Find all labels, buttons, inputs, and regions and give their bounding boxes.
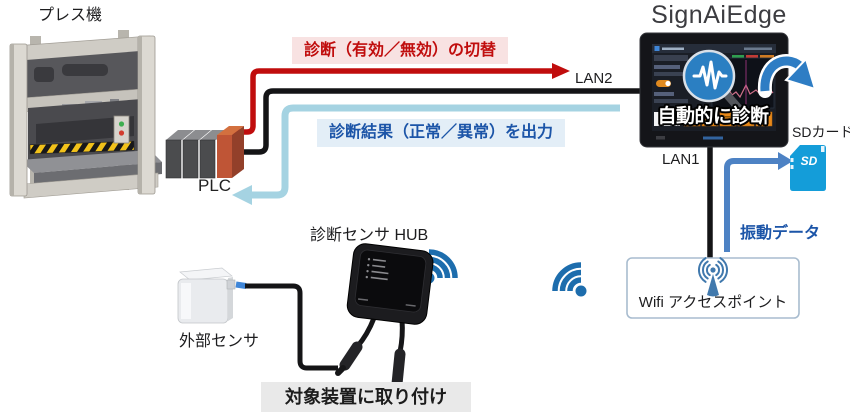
external-sensor-illustration <box>177 267 247 324</box>
plc-illustration <box>165 126 244 179</box>
sensor-cable <box>245 283 338 371</box>
hub-connector-right <box>391 348 406 390</box>
rotate-arrow-icon <box>757 54 817 98</box>
press-machine-illustration <box>9 30 162 199</box>
result-signal-label: 診断結果（正常／異常）を出力 <box>317 119 565 147</box>
plc-label: PLC <box>198 176 232 195</box>
hub-connector-left <box>339 341 363 371</box>
result-signal-arrowhead <box>232 185 252 205</box>
sd-card-label: SDカード <box>792 124 850 140</box>
hub-connector-left-tip <box>335 365 346 376</box>
product-title: SignAiEdge <box>651 1 787 29</box>
toggle-signal-label: 診断（有効／無効）の切替 <box>292 37 508 64</box>
lan2-label: LAN2 <box>575 70 613 87</box>
vibration-data-line <box>724 158 779 252</box>
external-sensor-label: 外部センサ <box>179 333 260 350</box>
wifi-signal-ap-icon <box>552 262 587 297</box>
sensor-hub-illustration <box>346 243 434 325</box>
lan1-label: LAN1 <box>662 151 700 168</box>
toggle-signal-arrowhead <box>552 63 570 79</box>
vibration-data-label: 振動データ <box>740 225 821 242</box>
mount-note-label: 対象装置に取り付け <box>261 382 471 412</box>
hub-cable-right <box>397 319 405 353</box>
result-signal-line <box>250 104 620 199</box>
wifi-ap-label: Wifi アクセスポイント <box>638 294 788 311</box>
lan2-cable <box>230 88 646 155</box>
sd-card-icon: SD <box>790 145 826 191</box>
sensor-hub-label: 診断センサ HUB <box>310 227 429 244</box>
sd-logo-text: SD <box>801 154 818 168</box>
toggle-signal-line <box>228 68 553 135</box>
press-machine-label: プレス機 <box>38 7 103 24</box>
vibration-data-arrowhead <box>778 152 793 170</box>
screen-caption: 自動的に診断 <box>657 106 769 127</box>
antenna-icon <box>697 257 729 297</box>
wifi-ap-box <box>626 257 800 319</box>
diagnosis-magnifier-icon <box>682 49 746 116</box>
edge-device-monitor <box>639 32 789 148</box>
